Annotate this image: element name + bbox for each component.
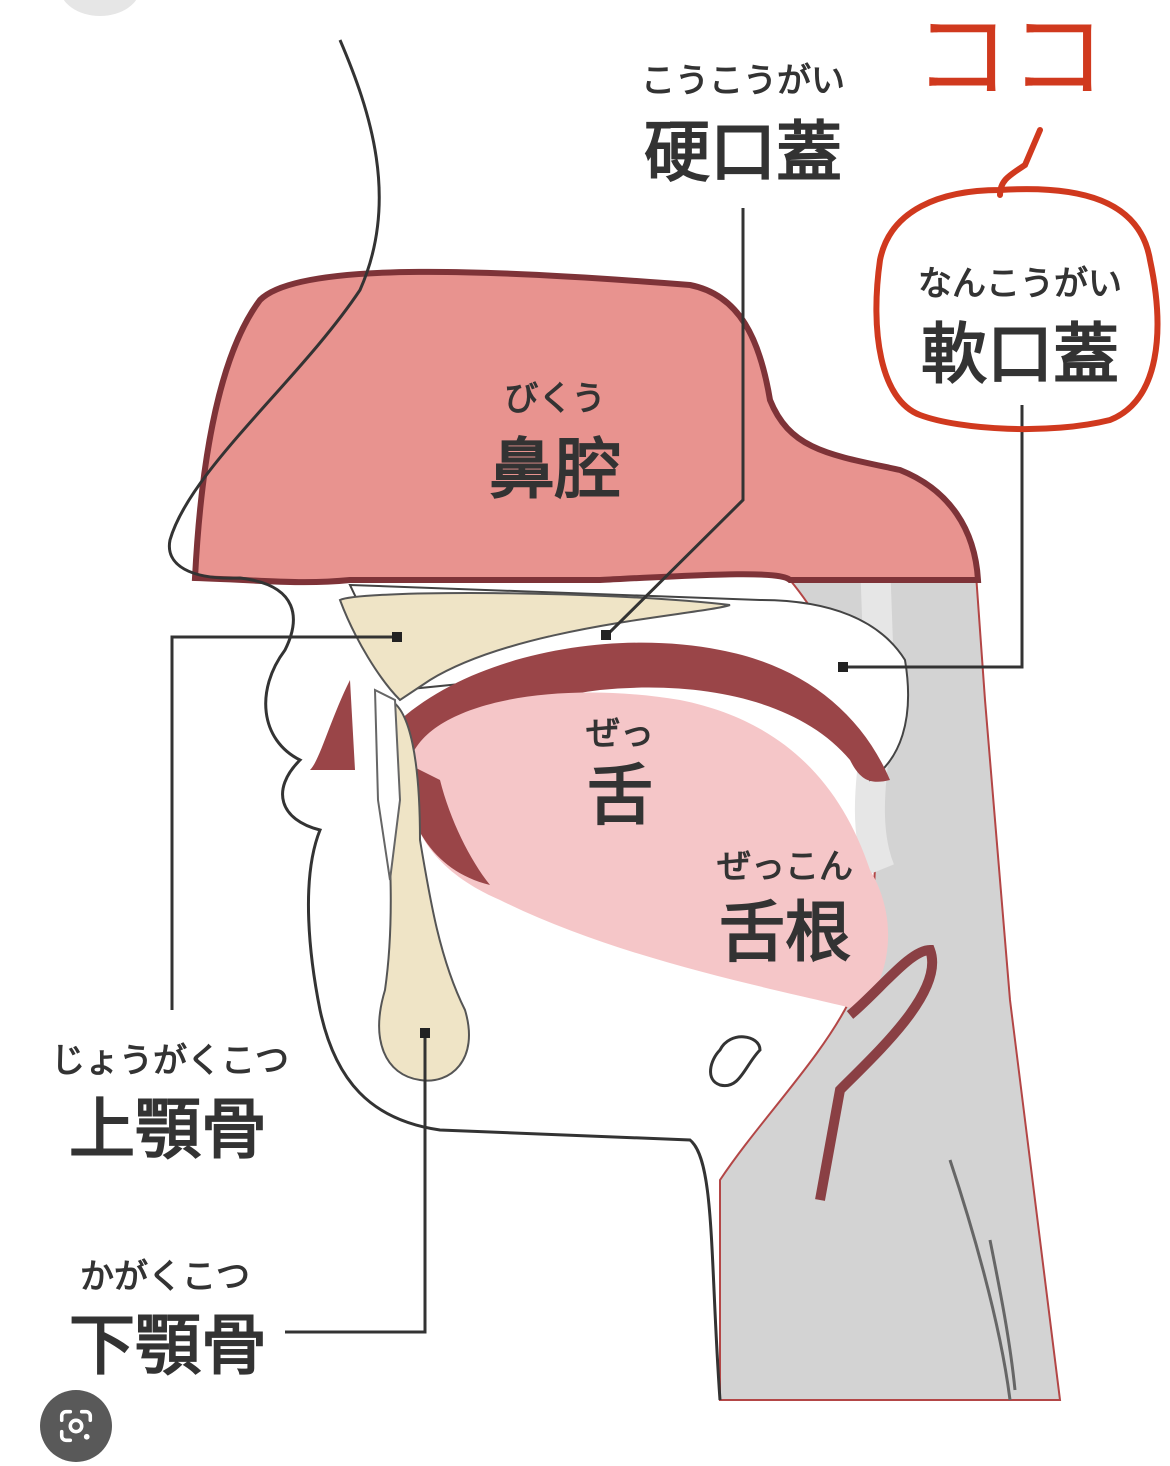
epiglottis	[815, 944, 938, 1201]
tongue-root-ruby: ぜっこん	[717, 847, 853, 887]
teeth	[373, 688, 402, 881]
palate-mucosa	[400, 642, 890, 782]
annotation-stroke	[997, 127, 1043, 198]
lower-lip-mucosa	[400, 760, 490, 885]
maxilla-label: 上顎骨	[69, 1091, 267, 1168]
nasal-cavity-ruby: びくう	[504, 379, 605, 419]
handwritten-annotation: ココ	[914, 1, 1106, 113]
hard-palate-ruby: こうこうがい	[641, 61, 845, 101]
trachea	[948, 1159, 1017, 1401]
google-lens-icon	[59, 1409, 93, 1443]
maxilla-ruby: じょうがくこつ	[51, 1041, 289, 1081]
face-profile	[167, 39, 722, 1401]
soft-palate-ruby: なんこうがい	[918, 264, 1122, 304]
tongue-label: 舌	[587, 757, 653, 834]
mandible-label: 下顎骨	[69, 1307, 267, 1384]
nasal-cavity-label: 鼻腔	[489, 431, 621, 508]
nasal-cavity	[191, 268, 982, 586]
tongue	[408, 692, 889, 1010]
leader-dots	[392, 630, 848, 1038]
hyoid	[709, 1035, 762, 1088]
partial-overlay-button	[60, 0, 140, 16]
soft-palate-label: 軟口蓋	[921, 316, 1119, 393]
maxilla-bone	[338, 592, 731, 702]
google-lens-button[interactable]	[40, 1390, 112, 1462]
tongue-ruby: ぜっ	[586, 714, 654, 754]
mandible-bone	[378, 698, 470, 1082]
tongue-root-label: 舌根	[719, 894, 851, 971]
hard-palate-label: 硬口蓋	[644, 114, 842, 191]
upper-lip-mucosa	[310, 680, 355, 770]
mandible-ruby: かがくこつ	[80, 1257, 250, 1297]
leader-lines	[170, 208, 1024, 1334]
annotation-circle	[873, 186, 1161, 433]
